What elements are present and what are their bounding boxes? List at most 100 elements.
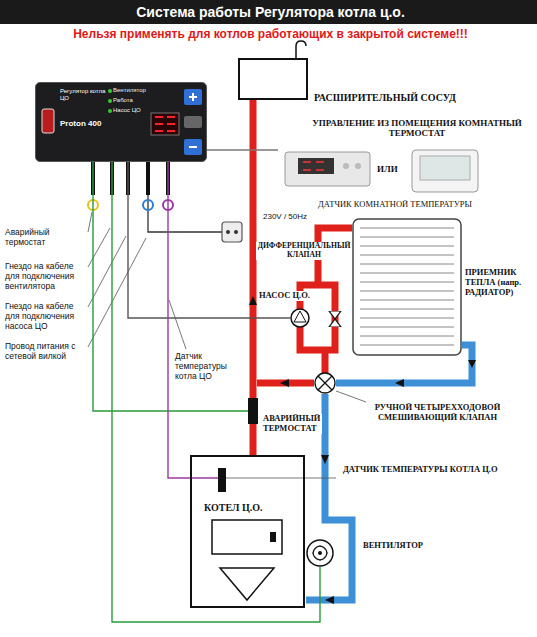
drawing-part [412, 150, 478, 192]
drawing-part [360, 318, 454, 319]
indicator-label: Работа [113, 97, 133, 104]
node-label: Регулятор котла ЦО [60, 88, 108, 102]
drawing-part [307, 540, 333, 566]
node-label: ДИФФЕРЕНЦИАЛЬНЫЙ КЛАПАН [256, 242, 352, 260]
drawing-part [360, 300, 454, 301]
drawing-part [155, 117, 175, 131]
drawing-part [420, 156, 470, 180]
drawing-part [93, 162, 168, 195]
drawing-part [360, 264, 454, 265]
node-label: РАСШИРИТЕЛЬНЫЙ СОСУД [314, 92, 456, 104]
differential-valve: ДИФФЕРЕНЦИАЛЬНЫЙ КЛАПАН [328, 311, 342, 327]
node-sublabel: ДАТЧИК КОМНАТНОЙ ТЕМПЕРАТУРЫ [290, 200, 500, 210]
drawing-part [270, 532, 276, 542]
node-label: ПРИЕМНИК ТЕПЛА (напр. РАДИАТОР) [465, 268, 533, 297]
drawing-part [360, 327, 454, 328]
drawing-part [108, 99, 112, 103]
drawing-part [88, 212, 366, 478]
drawing-part [88, 212, 92, 232]
drawing-part [257, 380, 314, 387]
warning-note: Нельзя применять для котлов работающих в… [2, 28, 537, 42]
drawing-part [296, 41, 306, 58]
drawing-part [212, 520, 282, 554]
cable-wire [93, 162, 248, 411]
drawing-part [468, 360, 476, 368]
drawing-part [325, 596, 334, 604]
drawing-part [360, 273, 454, 274]
drawing-part [189, 146, 197, 148]
drawing-part [169, 300, 186, 349]
drawing-part [294, 311, 306, 322]
indicator-label: Насос ЦО [113, 107, 141, 114]
indicator-label: Вентилятор [113, 87, 146, 94]
drawing-part [321, 455, 329, 464]
drawing-part [352, 218, 462, 356]
four-way-valve: РУЧНОЙ ЧЕТЫРЕХХОДОВОЙ СМЕШИВАЮЩИЙ КЛАПАН [314, 372, 336, 394]
drawing-part [313, 546, 327, 560]
drawing-part [343, 163, 349, 169]
drawing-part [280, 379, 289, 387]
drawing-part [360, 336, 454, 337]
drawing-part [329, 311, 341, 327]
node-sublabel: Proton 400 [60, 119, 101, 128]
voltage-label: 230V / 50Hz [262, 212, 308, 221]
node-label: АВАРИЙНЫЙ ТЕРМОСТАТ [262, 414, 322, 434]
node-label: РУЧНОЙ ЧЕТЫРЕХХОДОВОЙ СМЕШИВАЮЩИЙ КЛАПАН [345, 403, 530, 423]
circulation-pump: НАСОС Ц.О. [290, 308, 310, 328]
node-label: ДАТЧИК ТЕМПЕРАТУРЫ КОТЛА Ц.О [342, 465, 512, 475]
title: Система работы Регулятора котла ц.о. [2, 4, 537, 20]
drawing-part [220, 568, 274, 600]
drawing-part [353, 219, 461, 355]
node-label: ВЕНТИЛЯТОР [362, 541, 424, 551]
node-label: УПРАВЛЕНИЕ ИЗ ПОМЕЩЕНИЯ КОМНАТНЫЙ ТЕРМОС… [306, 118, 528, 139]
drawing-part [108, 89, 112, 93]
drawing-part [143, 200, 153, 210]
drawing-part [189, 93, 197, 101]
drawing-part [315, 373, 335, 393]
callout-label: Гнездо на кабеле для подключения насоса … [4, 302, 86, 331]
emergency-thermostat: АВАРИЙНЫЙ ТЕРМОСТАТ [248, 398, 258, 424]
radiator: ПРИЕМНИК ТЕПЛА (напр. РАДИАТОР) [352, 218, 462, 356]
drawing-part [360, 246, 454, 247]
drawing-part [184, 116, 202, 128]
boiler: КОТЕЛ Ц.О. ДАТЧИК ТЕМПЕРАТУРЫ КОТЛА Ц.О [190, 455, 305, 608]
drawing-part [360, 282, 454, 283]
drawing-part [108, 109, 112, 113]
callout-label: Аварийный термостат [4, 228, 86, 248]
drawing-part [322, 350, 329, 373]
drawing-part [306, 539, 334, 567]
boiler-sensor: ДАТЧИК ТЕМПЕРАТУРЫ КОТЛА Ц.О [218, 468, 226, 492]
controller-unit: Регулятор котла ЦО Proton 400 [35, 82, 207, 162]
cable-wire [168, 162, 218, 478]
callout-label: Гнездо на кабеле для подключения вентиля… [4, 262, 86, 291]
drawing-part [148, 195, 222, 232]
drawing-part [88, 238, 146, 347]
node-label: КОТЕЛ Ц.О. [204, 502, 263, 514]
drawing-part [313, 546, 327, 560]
drawing-part [360, 255, 454, 256]
drawing-part [318, 551, 322, 555]
drawing-part [224, 478, 336, 479]
drawing-part [226, 230, 230, 234]
fan: ВЕНТИЛЯТОР [306, 539, 334, 567]
expansion-tank: РАСШИРИТЕЛЬНЫЙ СОСУД [238, 58, 308, 100]
drawing-part [298, 158, 334, 174]
drawing-part [318, 376, 332, 390]
drawing-part [249, 296, 257, 305]
drawing-part [360, 345, 454, 346]
drawing-part [355, 163, 361, 169]
callout-label: Датчик температуры котла ЦО [174, 352, 248, 381]
drawing-part [360, 309, 454, 310]
drawing-part [234, 230, 238, 234]
node-sublabel: ИЛИ [377, 164, 398, 174]
drawing-part [184, 139, 202, 155]
drawing-part [291, 309, 309, 327]
drawing-part [395, 379, 404, 387]
drawing-part [336, 391, 366, 402]
drawing-part [88, 228, 110, 267]
drawing-part [222, 222, 242, 242]
node-label: НАСОС Ц.О. [258, 291, 311, 301]
drawing-part [151, 113, 179, 135]
drawing-part [314, 372, 336, 394]
